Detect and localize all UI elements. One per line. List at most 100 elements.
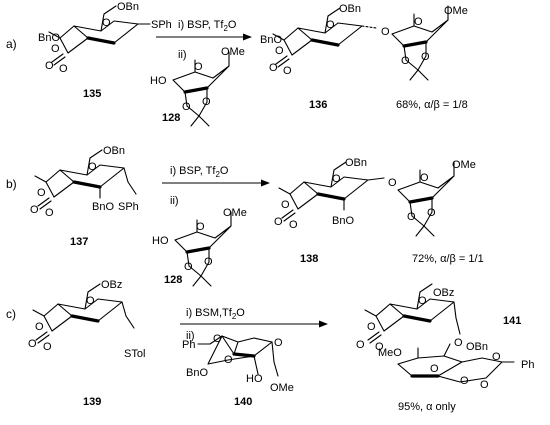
acceptor-128-a-ring-o: O xyxy=(194,61,203,73)
product-138-o3: O xyxy=(407,211,416,223)
part-label-b: b) xyxy=(6,177,17,191)
product-141-ring-o1: O xyxy=(418,295,427,307)
product-141-carbonate-o1: O xyxy=(367,321,376,333)
compound-number-139: 139 xyxy=(83,396,101,408)
product-136-structure xyxy=(271,6,377,69)
product-136-o4: O xyxy=(421,51,430,63)
part-label-a: a) xyxy=(6,37,17,51)
product-141-o5: O xyxy=(480,379,489,391)
conditions-c-step1: i) BSM,Tf2O xyxy=(186,307,245,321)
reaction-arrowhead-c xyxy=(319,320,328,328)
donor-135-structure xyxy=(47,4,151,67)
acceptor-128-a-label-ho: HO xyxy=(150,75,167,87)
compound-number-128-b: 128 xyxy=(164,274,182,286)
acceptor-128-b-ring-o: O xyxy=(196,221,205,233)
product-141-label-ph: Ph xyxy=(521,359,534,371)
acceptor-128-a-label-ome: OMe xyxy=(221,46,245,58)
conditions-a-step2: ii) xyxy=(178,49,187,61)
product-138-carbonate-o1: O xyxy=(281,199,290,211)
product-136-label-ome: OMe xyxy=(444,5,468,17)
part-label-c: c) xyxy=(6,307,16,321)
product-141-label-meo: MeO xyxy=(378,347,402,359)
donor-139-carbonate-o1: O xyxy=(35,321,44,333)
compound-number-140: 140 xyxy=(234,396,252,408)
product-141-structure xyxy=(363,282,461,345)
compound-number-138: 138 xyxy=(300,253,318,265)
yield-141: 95%, α only xyxy=(398,401,456,413)
product-141-glyco-o: O xyxy=(454,337,463,349)
product-141-carbonyl-o: O xyxy=(356,339,365,351)
acceptor-128-a-o2: O xyxy=(202,96,211,108)
product-136-label-obn: OBn xyxy=(339,3,361,15)
product-136-o3: O xyxy=(401,55,410,67)
donor-135-ring-o: O xyxy=(102,17,111,29)
product-138-ring-o2: O xyxy=(420,172,429,184)
compound-number-135: 135 xyxy=(83,88,101,100)
product-141-carbonate-o2: O xyxy=(375,341,384,353)
donor-135-carbonate-o2: O xyxy=(59,63,68,75)
product-141-label-obn: OBn xyxy=(466,341,488,353)
product-136-glyco-o: O xyxy=(381,26,390,38)
donor-135-label-bno: BnO xyxy=(38,32,60,44)
donor-137-label-bno: BnO xyxy=(92,201,114,213)
yield-138: 72%, α/β = 1/1 xyxy=(412,253,484,265)
acceptor-140-label-bno: BnO xyxy=(186,367,208,379)
acceptor-128-b-o2: O xyxy=(204,256,213,268)
acceptor-140-structure xyxy=(197,335,279,377)
donor-137-label-obn: OBn xyxy=(103,145,125,157)
acceptor-140-label-ph: Ph xyxy=(182,339,195,351)
product-141-o3: O xyxy=(460,375,469,387)
reaction-arrowhead-b xyxy=(261,179,270,187)
product-138-label-ome: OMe xyxy=(452,159,476,171)
acceptor-140-o1: O xyxy=(213,333,222,345)
product-141-label-obz: OBz xyxy=(433,287,454,299)
donor-135-carbonyl-o: O xyxy=(45,60,54,72)
acceptor-128-b-label-ho: HO xyxy=(152,235,169,247)
product-138-carbonyl-o: O xyxy=(274,216,283,228)
product-136-carbonate-o1: O xyxy=(275,45,284,57)
donor-137-ring-o: O xyxy=(88,161,97,173)
acceptor-128-a-o1: O xyxy=(182,101,191,113)
yield-136: 68%, α/β = 1/8 xyxy=(396,99,468,111)
compound-number-128-a: 128 xyxy=(162,112,180,124)
product-136-label-bno: BnO xyxy=(260,34,282,46)
donor-139-carbonyl-o: O xyxy=(28,338,37,350)
donor-137-carbonate-o1: O xyxy=(37,187,46,199)
compound-number-137: 137 xyxy=(70,236,88,248)
donor-135-label-obn: OBn xyxy=(117,1,139,13)
product-136-ring-o2: O xyxy=(414,16,423,28)
acceptor-128-b-o1: O xyxy=(184,261,193,273)
conditions-a-step1: i) BSP, Tf2O xyxy=(178,19,237,33)
reaction-arrowhead-a xyxy=(243,33,252,41)
product-138-ring-o1: O xyxy=(332,173,341,185)
product-141-acceptor-part xyxy=(397,343,515,383)
product-138-o4: O xyxy=(427,207,436,219)
conditions-b-step1: i) BSP, Tf2O xyxy=(170,165,229,179)
compound-number-141: 141 xyxy=(503,315,521,327)
donor-139-ring-o: O xyxy=(86,295,95,307)
acceptor-128-b-label-ome: OMe xyxy=(223,207,247,219)
conditions-b-step2: ii) xyxy=(170,195,179,207)
acceptor-140-label-ho: HO xyxy=(246,373,263,385)
donor-137-carbonate-o2: O xyxy=(45,207,54,219)
donor-137-structure xyxy=(33,148,137,211)
acceptor-140-label-ome: OMe xyxy=(270,382,294,394)
compound-number-136: 136 xyxy=(309,99,327,111)
product-138-glyco-o: O xyxy=(388,177,397,189)
donor-ring-bonds xyxy=(47,4,140,67)
conditions-c-step2: ii) xyxy=(186,330,195,342)
product-138-carbonate-o2: O xyxy=(289,219,298,231)
acceptor-140-ring-o: O xyxy=(274,337,283,349)
product-136-carbonate-o2: O xyxy=(283,65,292,77)
donor-135-label-sph: SPh xyxy=(151,19,172,31)
product-136-ring-o1: O xyxy=(326,19,335,31)
donor-137-carbonyl-o: O xyxy=(30,204,39,216)
acceptor-140-o2: O xyxy=(224,354,233,366)
donor-135-carbonate-o1: O xyxy=(51,43,60,55)
product-138-label-bno: BnO xyxy=(332,215,354,227)
product-136-carbonyl-o: O xyxy=(269,62,278,74)
product-141-ring-o2: O xyxy=(430,363,439,375)
donor-139-label-stol: STol xyxy=(124,348,145,360)
donor-137-label-sph: SPh xyxy=(118,201,139,213)
